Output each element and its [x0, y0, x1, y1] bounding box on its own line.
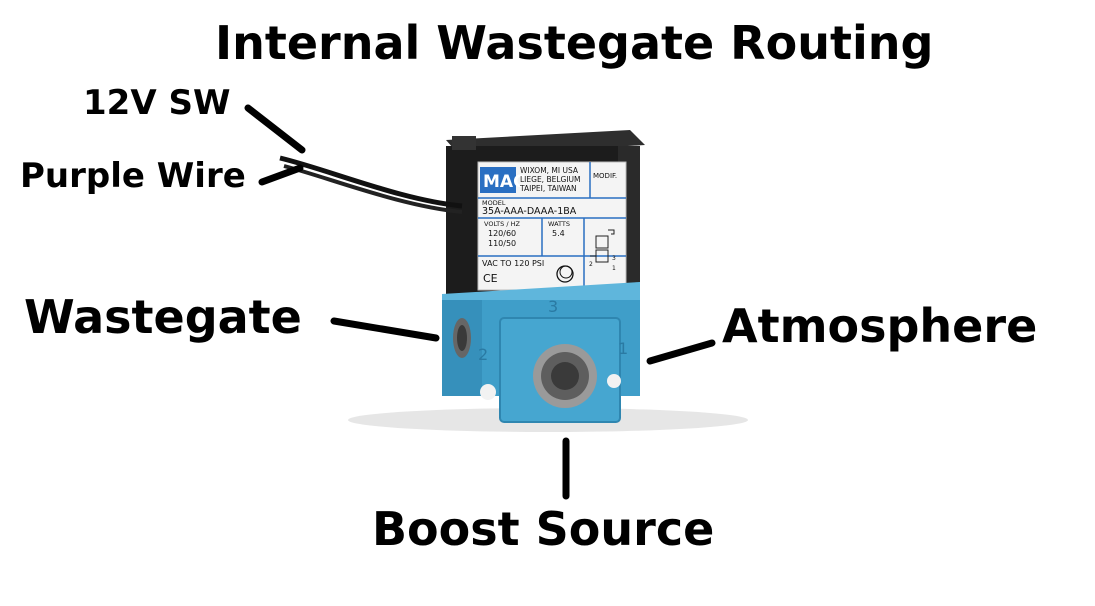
volts-label: VOLTS / HZ — [484, 220, 520, 228]
mounting-hole-right — [607, 374, 621, 388]
coil-label-plate — [477, 161, 627, 291]
modif-label: MODIF. — [593, 172, 617, 180]
symbol-num-1: 1 — [612, 265, 616, 272]
valve-body — [442, 282, 640, 423]
label-wastegate: Wastegate — [24, 290, 302, 344]
label-boost-source: Boost Source — [372, 502, 715, 556]
watts-value: 5.4 — [552, 229, 565, 238]
brand-logo: MAC — [483, 172, 526, 192]
port-number-2: 2 — [478, 345, 488, 364]
vac-rating: VAC TO 120 PSI — [482, 259, 544, 268]
valve-schematic-icon — [590, 229, 615, 263]
boost-port — [533, 344, 597, 408]
ce-mark: CE — [483, 272, 498, 285]
watts-label: WATTS — [548, 220, 570, 228]
model-number: 35A-AAA-DAAA-1BA — [482, 206, 577, 217]
purple-wire — [279, 155, 463, 214]
label-atmosphere: Atmosphere — [722, 299, 1038, 353]
mounting-hole-left — [480, 384, 496, 400]
address-line-1: WIXOM, MI USA — [520, 166, 579, 175]
symbol-num-3: 3 — [612, 255, 616, 262]
label-purple-wire: Purple Wire — [20, 156, 246, 196]
wastegate-port — [453, 318, 471, 358]
volts-value-2: 110/50 — [488, 239, 516, 248]
pointer-line-wastegate — [330, 317, 440, 342]
diagram-title: Internal Wastegate Routing — [215, 16, 934, 70]
volts-value-1: 120/60 — [488, 229, 516, 238]
csa-mark-icon — [559, 265, 573, 279]
pointer-line-switch — [244, 104, 306, 154]
label-12v-switch: 12V SW — [83, 83, 231, 123]
model-label: MODEL — [482, 199, 506, 207]
symbol-num-2: 2 — [589, 261, 593, 268]
address-line-3: TAIPEI, TAIWAN — [519, 184, 577, 193]
pointer-line-atmosphere — [646, 339, 716, 365]
port-number-3: 3 — [548, 297, 558, 316]
pointer-line-wire — [258, 164, 304, 186]
port-number-1: 1 — [618, 339, 628, 358]
address-line-2: LIEGE, BELGIUM — [520, 175, 581, 184]
